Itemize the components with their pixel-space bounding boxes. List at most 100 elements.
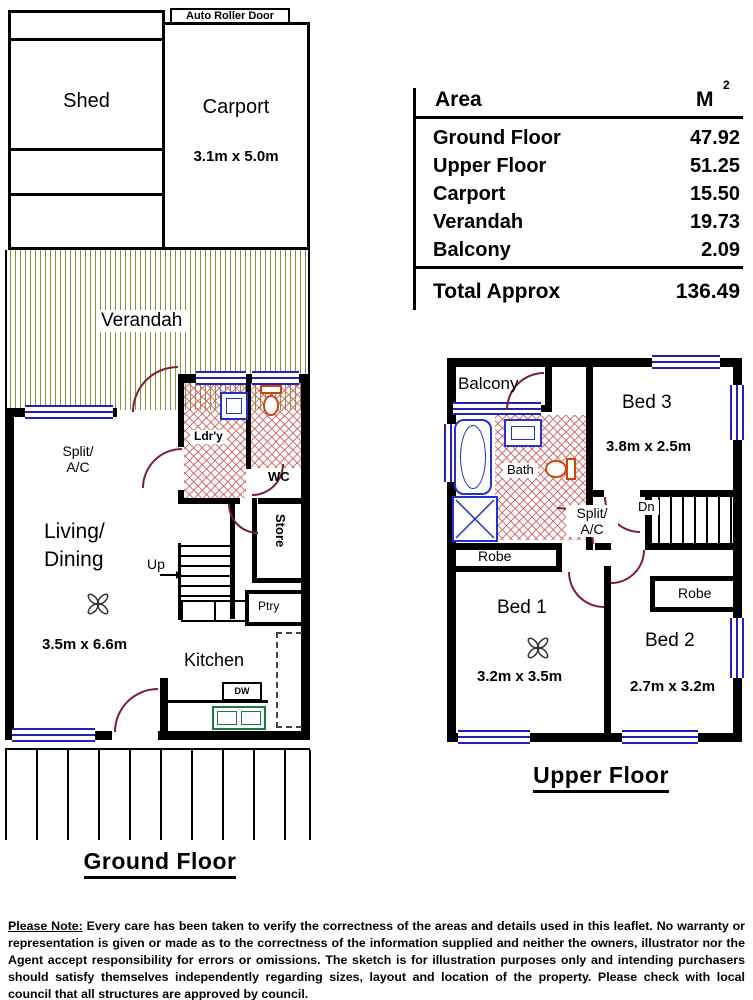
wall-segment [645, 543, 742, 550]
total-value: 136.49 [675, 280, 740, 303]
robe-left-label: Robe [478, 548, 512, 564]
store-label: Store [272, 514, 288, 548]
wall-segment [308, 250, 310, 410]
window [730, 385, 744, 440]
table-rule [413, 116, 743, 119]
row-value: 19.73 [689, 211, 740, 233]
row-value: 2.09 [701, 239, 740, 261]
ground-floor-title: Ground Floor [55, 848, 265, 879]
bathtub-icon [454, 419, 492, 495]
deck-posts [5, 750, 311, 840]
wall-segment [556, 543, 562, 572]
door-swing-icon [142, 448, 182, 488]
wall-segment [5, 408, 14, 740]
carport-dims: 3.1m x 5.0m [193, 148, 279, 165]
wall-segment [214, 600, 216, 622]
total-label: Total Approx [433, 280, 561, 303]
window [730, 618, 744, 678]
wc-label: WC [268, 469, 290, 484]
table-row: Upper Floor 51.25 [433, 155, 740, 178]
toilet-icon [263, 395, 279, 416]
dishwasher-label: DW [222, 682, 262, 701]
split-line1: Split/ [576, 505, 608, 521]
window [12, 728, 95, 742]
door-swing-icon [611, 550, 645, 584]
wall-segment [8, 193, 165, 196]
wall-segment [252, 498, 257, 583]
living-dining-label: Living/ Dining [44, 518, 105, 574]
wall-segment [158, 731, 310, 740]
split-line1: Split/ [62, 443, 94, 459]
row-label: Upper Floor [433, 155, 547, 177]
wall-segment [8, 148, 165, 151]
split-line2: A/C [580, 521, 604, 538]
wall-segment [178, 498, 240, 504]
table-left-rule [413, 88, 416, 310]
table-row: Ground Floor 47.92 [433, 127, 740, 150]
stairs-up [181, 545, 230, 600]
disclaimer-note: Please Note: Every care has been taken t… [8, 918, 745, 1000]
deck-top-line [5, 748, 310, 750]
door-swing-icon [114, 688, 158, 732]
laundry-label: Ldr'y [190, 429, 227, 444]
down-label: Dn [634, 499, 659, 515]
table-row: Balcony 2.09 [433, 239, 740, 262]
bath-label: Bath [503, 462, 538, 478]
wall-segment [245, 590, 249, 626]
window [652, 355, 720, 369]
table-row: Verandah 19.73 [433, 211, 740, 234]
wall-segment [245, 590, 310, 594]
living-line2: Dining [44, 548, 104, 571]
wall-segment [733, 358, 742, 742]
wall-segment [595, 543, 611, 550]
kitchen-sink-icon [212, 706, 266, 730]
wall-segment [5, 250, 7, 410]
balcony-label: Balcony [458, 374, 519, 393]
row-value: 51.25 [689, 155, 740, 177]
split-ac-label: Split/ A/C [48, 443, 108, 475]
shower-x-icon [455, 499, 495, 539]
wall-segment [640, 490, 742, 497]
wall-segment [178, 543, 181, 620]
table-rule [413, 266, 743, 269]
row-label: Balcony [433, 239, 511, 261]
shed-walls [8, 10, 165, 250]
wall-segment [447, 543, 557, 550]
deck-edge [309, 750, 311, 840]
vanity-icon [504, 419, 542, 447]
wall-segment [447, 358, 742, 367]
row-label: Ground Floor [433, 127, 561, 149]
wall-segment [586, 490, 604, 497]
wall-segment [650, 576, 734, 581]
wall-segment [604, 566, 611, 742]
shower-icon [452, 496, 498, 542]
ceiling-fan-icon [527, 637, 549, 659]
wall-segment [447, 358, 456, 742]
kitchen-label: Kitchen [184, 650, 245, 670]
wall-segment [245, 622, 310, 626]
wall-segment [258, 498, 310, 504]
window [25, 405, 113, 419]
toilet-icon [545, 460, 567, 478]
door-swing-icon [568, 572, 604, 608]
carport-label: Carport [202, 96, 270, 118]
bed1-dims: 3.2m x 3.5m [477, 668, 563, 685]
row-label: Carport [433, 183, 506, 205]
pantry-label: Ptry [258, 599, 280, 613]
verandah-label: Verandah [97, 310, 187, 332]
split-ac-label-upper: Split/ A/C [566, 505, 618, 538]
shed-label: Shed [63, 90, 110, 112]
up-label: Up [147, 556, 165, 572]
disclaimer-body: Every care has been taken to verify the … [8, 919, 745, 1000]
wall-segment [230, 504, 235, 619]
wall-segment [650, 607, 734, 612]
upper-floor-title: Upper Floor [512, 762, 690, 793]
table-row: Carport 15.50 [433, 183, 740, 206]
wall-segment [586, 358, 593, 550]
wall-segment [178, 374, 184, 417]
bed1-label: Bed 1 [497, 597, 547, 618]
wall-segment [301, 374, 310, 740]
wall-segment [447, 733, 742, 742]
robe-right-label: Robe [678, 585, 712, 601]
